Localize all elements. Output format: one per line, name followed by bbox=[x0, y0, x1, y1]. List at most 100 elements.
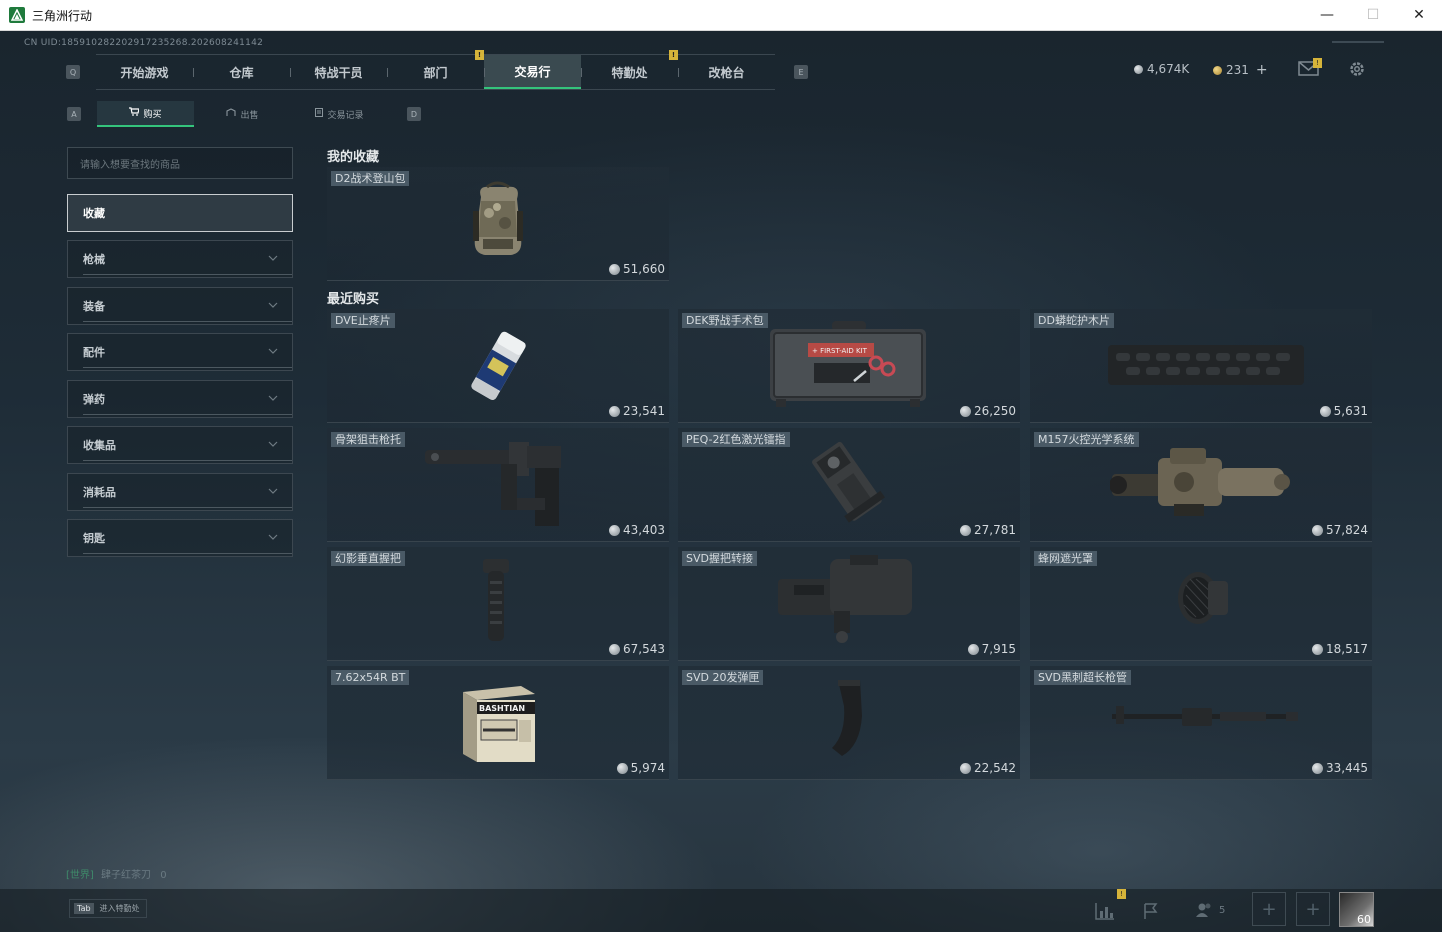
nav-next-key[interactable]: E bbox=[794, 65, 808, 79]
chevron-down-icon bbox=[268, 441, 278, 447]
flag-icon[interactable] bbox=[1142, 902, 1160, 920]
category-item[interactable]: 枪械 bbox=[67, 240, 293, 278]
category-underline bbox=[83, 553, 292, 554]
item-name: DEK野战手术包 bbox=[682, 313, 768, 328]
add-gold-button[interactable]: + bbox=[1255, 62, 1268, 78]
subtab-label: 交易记录 bbox=[327, 110, 364, 121]
silver-currency: 4,674K bbox=[1134, 62, 1189, 76]
gold-currency: 231 + bbox=[1213, 62, 1268, 78]
gold-amount: 231 bbox=[1226, 63, 1249, 77]
item-name: M157火控光学系统 bbox=[1034, 432, 1139, 447]
silver-coin-icon bbox=[609, 263, 620, 275]
tab-label: 特勤处 bbox=[611, 65, 648, 80]
silver-coin-icon bbox=[1134, 64, 1143, 74]
item-price-value: 18,517 bbox=[1326, 642, 1368, 656]
category-label: 收藏 bbox=[83, 207, 105, 220]
friends-icon bbox=[1196, 903, 1211, 917]
item-price-value: 27,781 bbox=[974, 523, 1016, 537]
subtab-next-key[interactable]: D bbox=[407, 107, 421, 121]
item-price-value: 67,543 bbox=[623, 642, 665, 656]
chevron-down-icon bbox=[268, 534, 278, 540]
nav-prev-key[interactable]: Q bbox=[66, 65, 80, 79]
player-level: 60 bbox=[1357, 913, 1371, 926]
maximize-button[interactable]: ☐ bbox=[1366, 7, 1380, 23]
friends-button[interactable]: 5 bbox=[1195, 902, 1225, 918]
tab-2[interactable]: 特战干员 bbox=[290, 55, 387, 89]
category-label: 钥匙 bbox=[83, 532, 105, 545]
enter-special-ops-button[interactable]: Tab 进入特勤处 bbox=[69, 899, 147, 918]
search-input[interactable]: 请输入想要查找的商品 bbox=[67, 147, 293, 179]
cart-icon bbox=[129, 107, 141, 119]
item-price: 33,445 bbox=[1312, 761, 1368, 775]
category-item[interactable]: 消耗品 bbox=[67, 473, 293, 511]
close-button[interactable]: ✕ bbox=[1413, 7, 1425, 23]
item-name: DD蟒蛇护木片 bbox=[1034, 313, 1114, 328]
tab-6[interactable]: 改枪台 bbox=[678, 55, 775, 89]
app-logo-icon bbox=[9, 7, 25, 23]
tab-badge: ! bbox=[475, 50, 484, 60]
subtab-prev-key[interactable]: A bbox=[67, 107, 81, 121]
subtab-1[interactable]: 出售 bbox=[194, 101, 291, 127]
category-item[interactable]: 弹药 bbox=[67, 380, 293, 418]
stock-icon bbox=[423, 438, 565, 530]
item-price: 27,781 bbox=[960, 523, 1016, 537]
category-underline bbox=[83, 414, 292, 415]
silver-coin-icon bbox=[1312, 762, 1323, 774]
chat-count: 0 bbox=[160, 870, 167, 881]
tab-label: 开始游戏 bbox=[120, 65, 169, 80]
surgical-kit-icon: + FIRST-AID KIT bbox=[766, 319, 930, 409]
category-item[interactable]: 装备 bbox=[67, 287, 293, 325]
category-underline bbox=[83, 507, 292, 508]
pill-bottle-icon bbox=[463, 323, 535, 407]
subtab-2[interactable]: 交易记录 bbox=[291, 101, 388, 127]
tab-4[interactable]: 交易行 bbox=[484, 55, 581, 89]
bottom-bar bbox=[0, 889, 1442, 932]
subtab-0[interactable]: 购买 bbox=[97, 101, 194, 127]
chevron-down-icon bbox=[268, 395, 278, 401]
world-chat[interactable]: [世界] 肆子红茶刀 0 bbox=[66, 866, 167, 881]
tab-label: 仓库 bbox=[229, 65, 254, 80]
tab-separator bbox=[387, 68, 388, 77]
category-item[interactable]: 钥匙 bbox=[67, 519, 293, 557]
minimize-button[interactable]: — bbox=[1320, 7, 1334, 23]
item-price: 7,915 bbox=[967, 642, 1016, 656]
decor-line bbox=[1332, 41, 1384, 43]
category-item[interactable]: 配件 bbox=[67, 333, 293, 371]
category-item[interactable]: 收集品 bbox=[67, 426, 293, 464]
category-item[interactable]: 收藏 bbox=[67, 194, 293, 232]
game-viewport: CN UID:185910282202917235268.20260824114… bbox=[0, 31, 1442, 932]
stats-icon[interactable] bbox=[1095, 902, 1115, 920]
tab-3[interactable]: 部门! bbox=[387, 50, 484, 89]
chevron-down-icon bbox=[268, 255, 278, 261]
silver-coin-icon bbox=[609, 524, 620, 536]
avatar[interactable]: 60 bbox=[1339, 892, 1374, 927]
item-price: 5,631 bbox=[1319, 404, 1368, 418]
tab-0[interactable]: 开始游戏 bbox=[96, 55, 193, 89]
item-price: 51,660 bbox=[609, 262, 665, 276]
tab-1[interactable]: 仓库 bbox=[193, 55, 290, 89]
item-price: 67,543 bbox=[609, 642, 665, 656]
gear-icon[interactable] bbox=[1348, 60, 1366, 78]
team-slot-1[interactable]: + bbox=[1252, 892, 1286, 926]
window-title: 三角洲行动 bbox=[32, 8, 93, 23]
gold-coin-icon bbox=[1213, 65, 1222, 75]
item-price-value: 51,660 bbox=[623, 262, 665, 276]
tab-5[interactable]: 特勤处! bbox=[581, 50, 678, 89]
item-name: PEQ-2红色激光镭指 bbox=[682, 432, 790, 447]
category-label: 弹药 bbox=[83, 393, 105, 406]
team-slot-2[interactable]: + bbox=[1296, 892, 1330, 926]
item-name: 7.62x54R BT bbox=[331, 670, 410, 685]
item-card[interactable]: DD蟒蛇护木片 5,631 bbox=[1030, 309, 1372, 423]
item-card[interactable]: PEQ-2红色激光镭指 27,781 bbox=[678, 428, 1020, 542]
